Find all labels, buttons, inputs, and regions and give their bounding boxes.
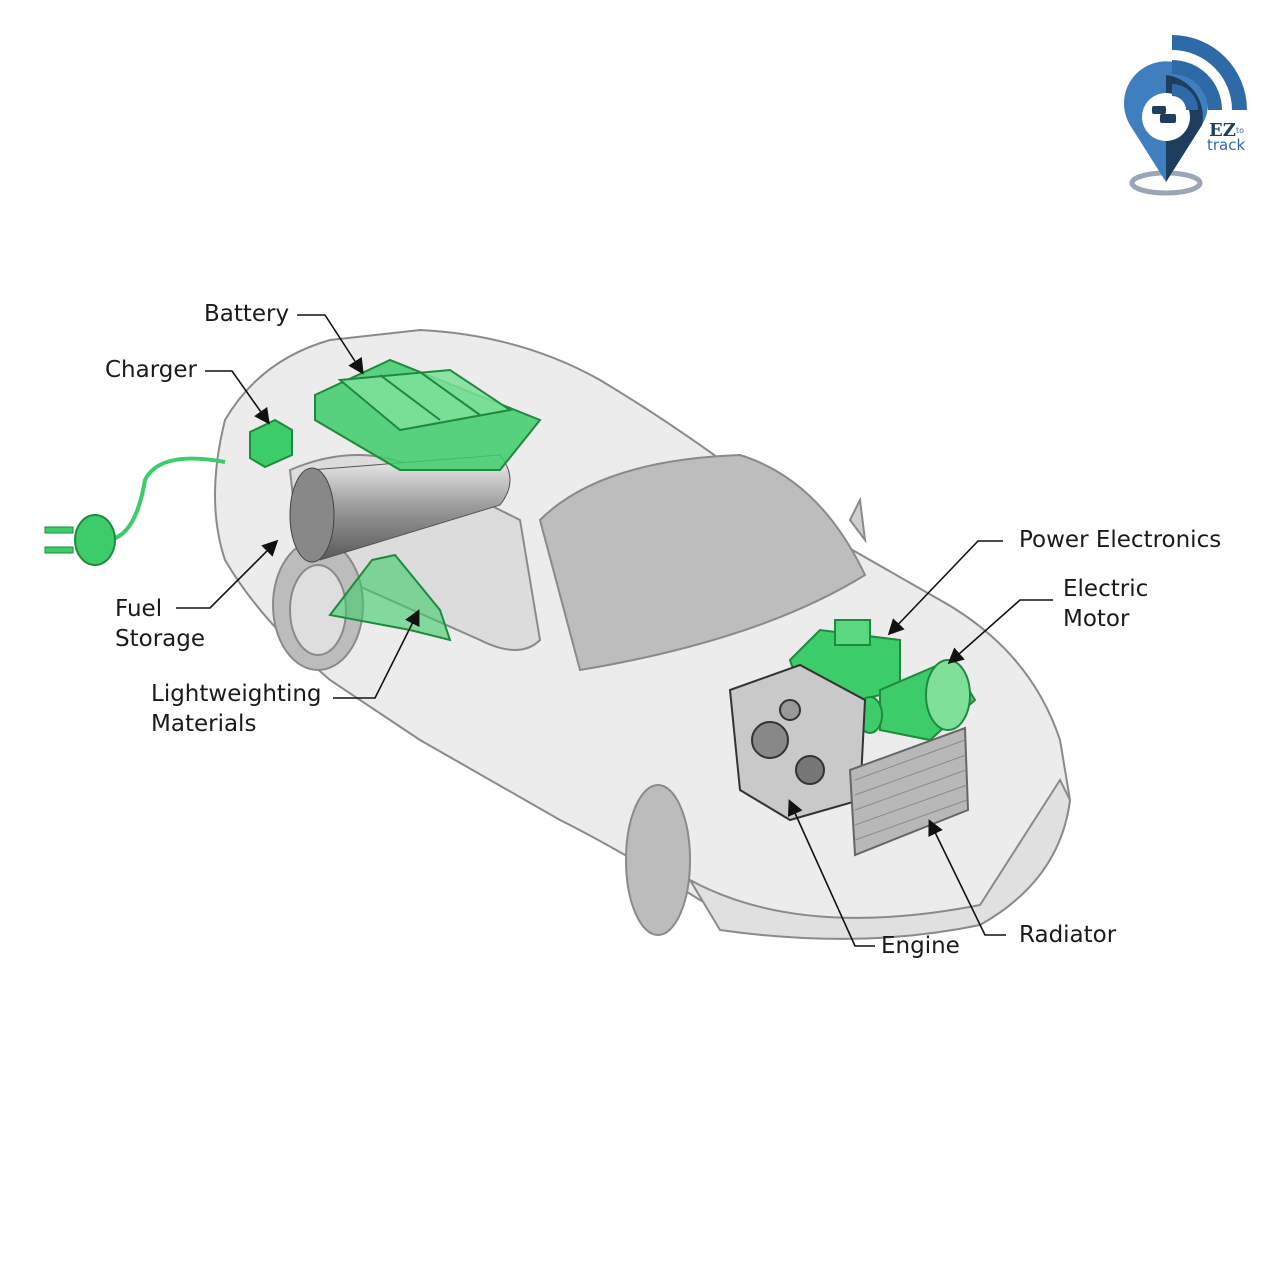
label-charger: Charger: [105, 357, 197, 383]
radiator: [848, 726, 970, 857]
charger-unit: [44, 418, 293, 566]
logo-text-track: track: [1207, 136, 1245, 154]
label-lightweighting-line2: Materials: [151, 711, 257, 737]
label-fuel-line2: Storage: [115, 626, 205, 652]
label-lightweighting-line1: Lightweighting: [151, 681, 322, 707]
logo-text-ez: EZ: [1209, 120, 1236, 141]
lightweight-bracket: [328, 553, 452, 642]
battery-pack: [314, 358, 542, 471]
label-motor-line2: Motor: [1063, 606, 1130, 632]
label-electric-motor: Electric Motor: [1063, 574, 1148, 634]
fuel-tank: [289, 454, 511, 563]
leader-lines: [176, 314, 1053, 947]
engine-block: [728, 663, 867, 822]
ez-track-logo: EZ to track: [1124, 35, 1247, 196]
label-lightweighting: Lightweighting Materials: [151, 679, 322, 739]
label-motor-line1: Electric: [1063, 576, 1149, 602]
label-power-electronics: Power Electronics: [1019, 527, 1222, 553]
label-engine: Engine: [881, 933, 960, 959]
logo-text-to: to: [1236, 126, 1244, 135]
label-fuel-line1: Fuel: [115, 596, 163, 622]
label-fuel-storage: Fuel Storage: [115, 594, 205, 654]
label-radiator: Radiator: [1019, 922, 1117, 948]
electric-motor: [857, 658, 977, 742]
label-battery: Battery: [204, 301, 290, 327]
